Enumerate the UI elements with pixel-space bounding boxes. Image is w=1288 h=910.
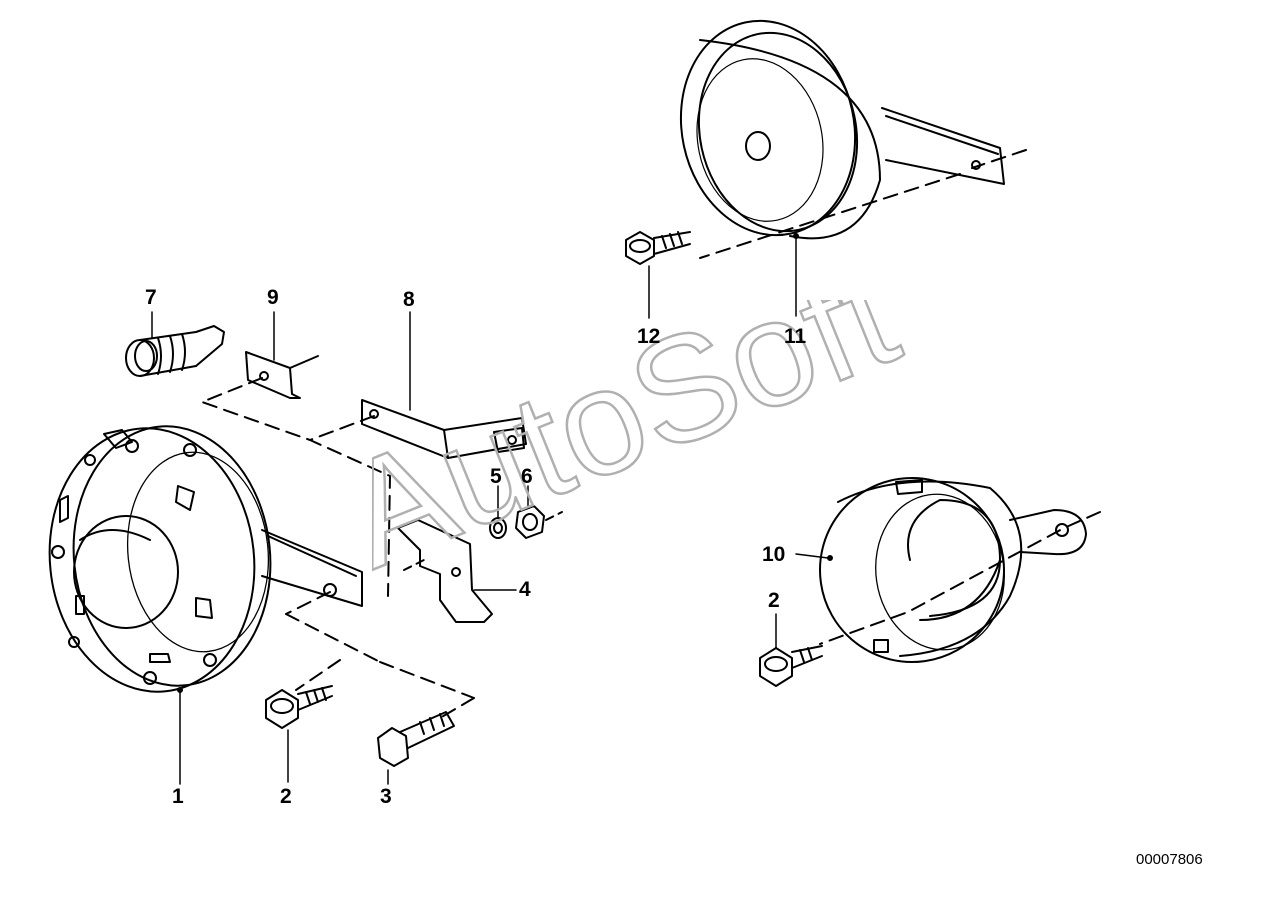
screw-2-right: [759, 613, 823, 687]
callout-2-lower: 2: [280, 785, 292, 808]
callout-3: 3: [380, 785, 392, 808]
callout-9: 9: [267, 286, 279, 309]
connector-7: [125, 311, 225, 377]
callout-6: 6: [521, 465, 533, 488]
screw-2-lower: [265, 685, 333, 783]
horn-snail-right: [795, 477, 1101, 663]
callout-10: 10: [762, 543, 786, 566]
callout-11: 11: [784, 325, 807, 348]
washer-5: [489, 485, 507, 539]
bolt-3: [377, 711, 455, 785]
horn-round-top: [679, 19, 1027, 317]
callout-1: 1: [172, 785, 184, 808]
bracket-4: [397, 519, 517, 623]
callout-12: 12: [637, 325, 661, 348]
callout-7: 7: [145, 286, 157, 309]
screw-12: [625, 231, 691, 319]
nut-6: [515, 485, 563, 539]
horn-large-left: [48, 425, 475, 785]
bracket-8: [309, 311, 527, 597]
document-number: 00007806: [1136, 851, 1203, 868]
callout-8: 8: [403, 288, 415, 311]
callout-5: 5: [490, 465, 502, 488]
clip-9: [201, 311, 319, 441]
callout-2-right: 2: [768, 589, 780, 612]
callout-4: 4: [519, 578, 531, 601]
